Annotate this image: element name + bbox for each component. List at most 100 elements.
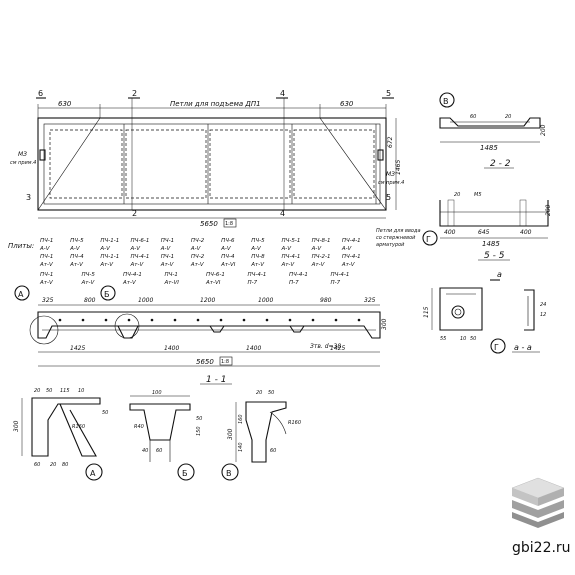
dim-bottom-long: 1425 <box>330 345 345 352</box>
plate-row2-item: А-V <box>190 246 202 252</box>
plate-row5-item: ПЧ-4-1 <box>248 272 267 278</box>
cut-6: 6 <box>38 89 43 98</box>
dim-1485-22: 1485 <box>480 144 498 152</box>
plate-row2-item: А-V <box>160 246 172 252</box>
cut-5-top: 5 <box>386 89 391 98</box>
rebar-dot <box>265 318 269 322</box>
plate-row1-item: ПЧ-2 <box>191 238 205 244</box>
site-logo <box>511 477 565 528</box>
dim-20-55: 20 <box>454 192 460 198</box>
plate-row4-item: Ат-V <box>250 262 265 268</box>
height-300-long: 300 <box>381 318 388 330</box>
cut-4-top: 4 <box>280 89 285 98</box>
dim-60-22: 60 <box>470 114 476 120</box>
mark-a: А <box>18 290 24 299</box>
dim-100-b: 100 <box>152 390 162 396</box>
section-2-2: В 1485 2 - 2 200 60 20 <box>439 92 547 169</box>
plate-row2-item: А-V <box>130 246 142 252</box>
dim-40-b: 40 <box>142 448 148 454</box>
plate-row3-item: ПЧ-1 <box>40 254 53 260</box>
rebar-dot <box>173 318 177 322</box>
plate-row1-item: ПЧ-6-1 <box>131 238 150 244</box>
plate-row5-item: ПЧ-1 <box>165 272 178 278</box>
dim-bottom-long: 1400 <box>164 345 179 352</box>
mark-g-aa: Г <box>494 343 499 352</box>
plate-row1-item: ПЧ-4-1 <box>342 238 361 244</box>
dim-630-left: 630 <box>58 100 72 108</box>
plate-row3-item: ПЧ-2-1 <box>312 254 331 260</box>
scale-tag-top: 1:8 <box>225 221 233 227</box>
dim-bottom-long: 1400 <box>246 345 261 352</box>
plate-row2-item: А-V <box>341 246 353 252</box>
plate-row4-item: Ат-V <box>311 262 326 268</box>
dim-20-v: 20 <box>256 390 262 396</box>
plate-row1-item: ПЧ-5 <box>251 238 265 244</box>
rebar-dot <box>334 318 338 322</box>
watermark-text: gbi22.ru <box>512 540 571 556</box>
dim-60-a: 60 <box>34 462 40 468</box>
plate-row1-item: ПЧ-1-1 <box>100 238 119 244</box>
plate-row1-item: ПЧ-8-1 <box>312 238 331 244</box>
dim-5650-top: 5650 <box>200 220 218 228</box>
dim-140-v: 140 <box>238 442 244 452</box>
dim-115-aa: 115 <box>423 306 430 318</box>
note-55-line3: арматурой <box>376 242 405 248</box>
mark-b: Б <box>104 290 110 299</box>
title-2-2: 2 - 2 <box>490 159 511 169</box>
plate-row6-item: Ат-V <box>122 280 137 286</box>
cut-2-bottom: 2 <box>132 209 137 218</box>
plate-row1-item: ПЧ-1 <box>161 238 174 244</box>
loops-caption: Петли для подъема ДП1 <box>170 100 261 108</box>
plate-row2-item: А-V <box>250 246 262 252</box>
plate-row3-item: ПЧ-4 <box>221 254 235 260</box>
dim-300-a: 300 <box>13 420 20 432</box>
section-a-a: а 115 55 10 50 24 12 Г а - а <box>423 270 546 354</box>
mark-v-section22: В <box>443 97 449 106</box>
plate-row3-item: ПЧ-4 <box>70 254 84 260</box>
plate-row1-item: ПЧ-1 <box>40 238 53 244</box>
dim-60-b: 60 <box>156 448 162 454</box>
plate-row4-item: Ат-VI <box>220 262 236 268</box>
plate-row2-item: А-V <box>280 246 292 252</box>
left-note-m3: МЗ <box>18 151 27 158</box>
dim-50-a: 50 <box>46 388 52 394</box>
plate-row6-item: П-7 <box>331 280 341 286</box>
dim-top-long: 800 <box>84 297 96 304</box>
plate-row5-item: ПЧ-4-1 <box>331 272 350 278</box>
plate-row2-item: А-V <box>311 246 323 252</box>
dim-r160-a: R160 <box>72 424 85 430</box>
dim-10-a: 10 <box>78 388 84 394</box>
dim-50-v: 50 <box>268 390 274 396</box>
left-note-ref: см прим.4 <box>10 160 36 166</box>
title-a-a: а - а <box>514 343 532 352</box>
plate-row4-item: Ат-V <box>341 262 356 268</box>
plate-row4-item: Ат-V <box>69 262 84 268</box>
section-5-5: 20 М5 200 400 645 400 1485 5 - 5 Г Петли… <box>376 192 552 261</box>
plate-row5-item: ПЧ-6-1 <box>206 272 225 278</box>
dim-m5-55: М5 <box>474 192 482 198</box>
rebar-dot <box>288 318 292 322</box>
plate-row6-item: П-7 <box>248 280 258 286</box>
title-1-1: 1 - 1 <box>206 375 226 385</box>
rebar-dot <box>104 318 108 322</box>
dim-r40-b: R40 <box>134 424 144 430</box>
plate-row2-item: А-V <box>69 246 81 252</box>
rebar-dot <box>242 318 246 322</box>
plate-row6-item: Ат-V <box>39 280 54 286</box>
detail-v: 300 160 140 20 50 R160 60 В <box>221 390 301 481</box>
top-view: 630 630 Петли для подъема ДП1 5650 1:8 6… <box>10 89 404 228</box>
plate-row5-item: ПЧ-1 <box>40 272 53 278</box>
plate-row3-item: ПЧ-4-1 <box>342 254 361 260</box>
plate-row4-item: Ат-V <box>130 262 145 268</box>
note-55-line1: Петли для ввода <box>376 228 421 234</box>
dim-20-22: 20 <box>505 114 511 120</box>
plate-row3-item: ПЧ-8 <box>251 254 265 260</box>
plates-label: Плиты: <box>8 242 34 250</box>
dim-top-long: 1200 <box>200 297 215 304</box>
dim-645-55: 645 <box>478 229 490 236</box>
dim-20-a-b: 20 <box>50 462 56 468</box>
plate-row1-item: ПЧ-5 <box>70 238 84 244</box>
